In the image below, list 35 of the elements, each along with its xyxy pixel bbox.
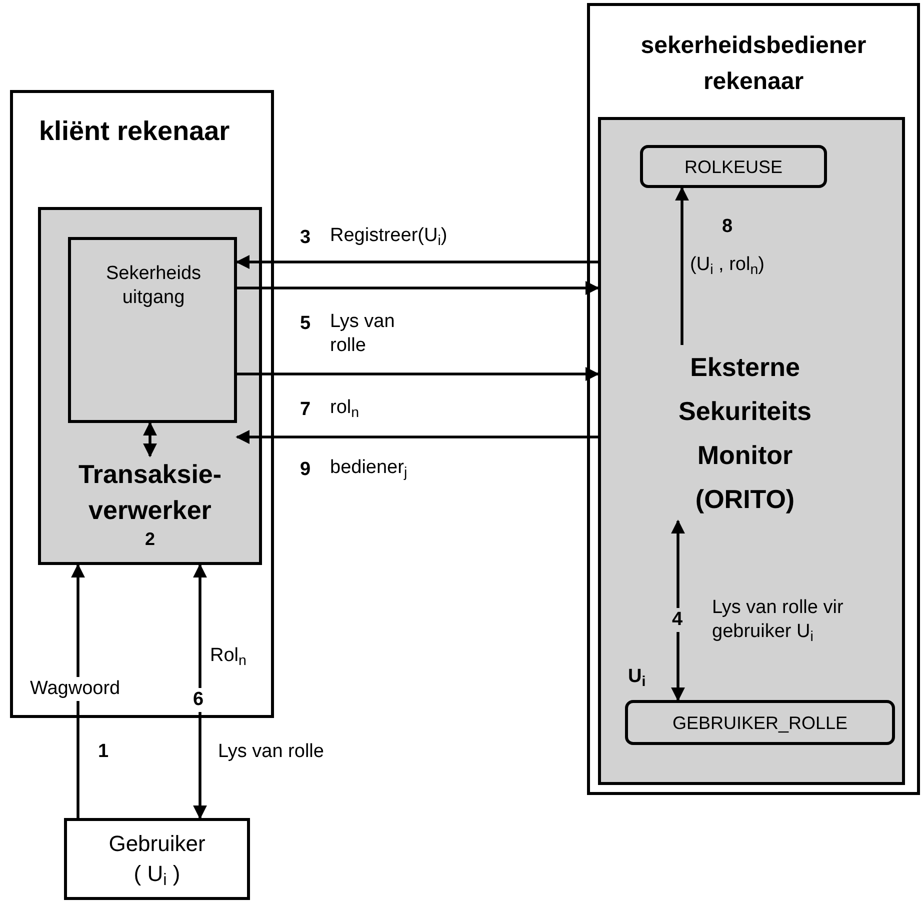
arrow [671,520,685,702]
security-monitor-box [598,117,905,785]
arrow [143,422,157,458]
node-title: GEBRUIKER_ROLLE [672,712,848,734]
edge-label: Lys van rolle [218,740,324,764]
node-heading: kliënt rekenaar [39,115,231,148]
arrow [236,255,598,269]
arrow [193,564,207,688]
arrow [71,564,85,818]
node-title: Gebruiker ( U$_{i}$ ) [108,830,206,889]
transaction-processor-box [38,207,262,565]
edge-label: bediener$_{j}$ [330,456,408,480]
node-title: ROLKEUSE [684,156,783,178]
arrow [193,712,207,820]
node-heading: sekerheidsbediener rekenaar [640,31,868,97]
edge-label: Rol$_{n}$ [210,644,246,668]
node-title: Eksterne Sekuriteits Monitor (ORITO) [678,351,812,516]
edge-label: rol$_{n}$ [330,396,360,420]
arrow [237,367,600,381]
user-box [64,818,250,900]
node-annotation: U$_{i}$ [628,665,646,689]
client-computer-box [10,90,274,718]
node-title: Sekerheids uitgang [104,262,202,310]
security-gateway-box [68,237,237,423]
step-number: 2 [144,528,156,550]
arrow [237,281,600,295]
step-number: 4 [670,608,685,632]
arrow [675,186,689,345]
node-title: Transaksie- verwerker [77,458,223,527]
server-computer-box [587,3,920,795]
arrow [236,430,598,444]
role-selection-box [640,145,827,188]
edge-label: Registreer(U$_{i}$) [330,224,448,248]
edge-label: Wagwoord [30,677,120,701]
edge-label: (U$_{i}$ , rol$_{n}$) [690,253,764,277]
